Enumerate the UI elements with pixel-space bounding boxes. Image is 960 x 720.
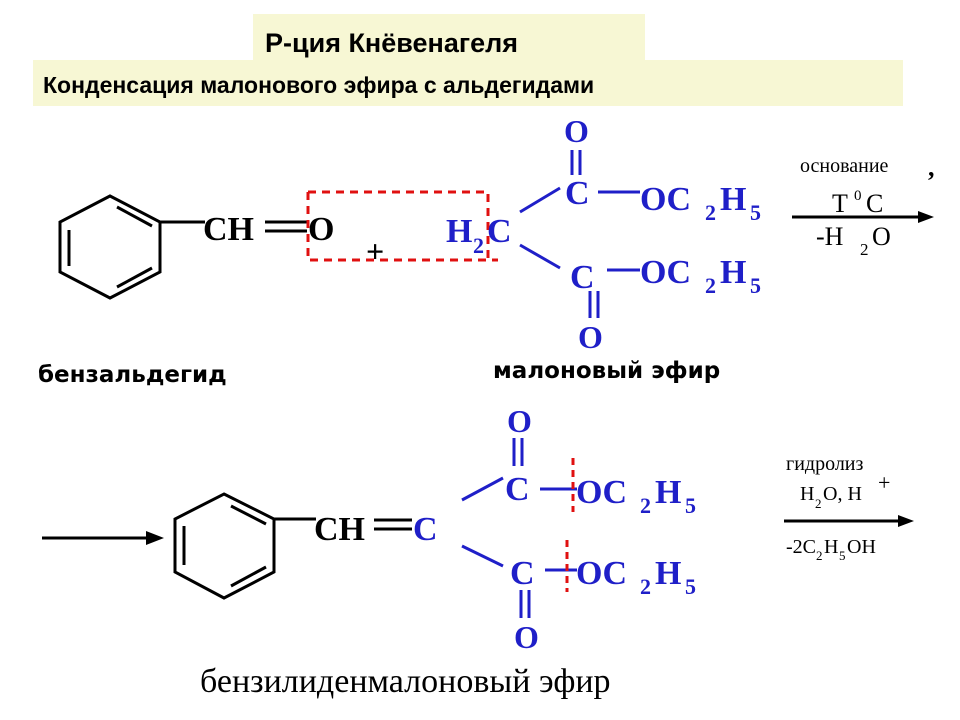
ester-top-sub2-1: 2 (705, 200, 716, 225)
condition-temp-c: C (866, 189, 883, 218)
condensation-highlight-box (306, 190, 498, 262)
benzene-ring-1 (58, 194, 205, 300)
oxygen-bottom-1: O (578, 319, 603, 355)
carbonyl-carbon-bottom-2: C (510, 555, 535, 592)
ester-bottom-oc-1: OC (640, 254, 691, 291)
ester-bottom-sub5-2: 5 (685, 574, 696, 599)
condition-reagent-sub: 2 (815, 496, 822, 511)
oxygen-top-1: O (564, 113, 589, 149)
oxygen-top-2: O (507, 403, 532, 439)
ester-top-sub2-2: 2 (640, 493, 651, 518)
incoming-arrow (42, 531, 164, 545)
label-benzaldehyde: бензальдегид (38, 362, 227, 388)
label-malonic-ester: малоновый эфир (493, 358, 720, 384)
condition-water-sub: 2 (860, 240, 869, 259)
carbonyl-o-1: O (308, 211, 334, 248)
ester-top-sub5-2: 5 (685, 493, 696, 518)
reaction-arrow-2 (784, 515, 914, 527)
double-bond-ch-o (265, 220, 307, 233)
condition-ethanol-c: -2C (786, 536, 816, 558)
double-bond-ch-c (374, 518, 412, 531)
condition-comma: , (928, 153, 935, 182)
condition-proton-plus: + (878, 470, 890, 495)
reaction-arrow-1 (792, 211, 934, 223)
condition-temp-degree: 0 (854, 188, 862, 204)
ester-top-h-2: H (655, 474, 681, 511)
ester-bonds-1 (519, 150, 640, 318)
condition-water-o: O (872, 222, 891, 251)
carbonyl-carbon-top-2: C (505, 471, 530, 508)
condition-ethanol-sub5: 5 (839, 548, 846, 563)
central-carbon-2: C (413, 511, 438, 548)
ester-bottom-sub2-1: 2 (705, 273, 716, 298)
ester-bottom-h-2: H (655, 555, 681, 592)
plus-sign: + (366, 233, 384, 269)
ester-bottom-oc-2: OC (576, 555, 627, 592)
slide-subtitle: Конденсация малонового эфира с альдегида… (33, 60, 903, 106)
condition-base: основание (800, 155, 889, 177)
condition-ethanol-oh: OH (847, 536, 876, 558)
cleavage-marks (565, 458, 575, 592)
oxygen-bottom-2: O (514, 619, 539, 655)
condition-temp-t: T (832, 189, 848, 218)
h2-text: H (446, 213, 472, 250)
ester-bonds-2 (461, 438, 577, 618)
label-product: бензилиденмалоновый эфир (200, 663, 611, 700)
slide-title: Р-ция Кнёвенагеля (253, 14, 645, 66)
ch-group-2: CH (314, 511, 365, 548)
carbonyl-carbon-top-1: C (565, 175, 590, 212)
h2-subscript: 2 (473, 233, 484, 258)
condition-reagent-rest: O, H (823, 483, 862, 505)
condition-hydrolysis: гидролиз (786, 453, 864, 475)
central-carbon-1: C (487, 213, 512, 250)
ester-top-oc-2: OC (576, 474, 627, 511)
ester-bottom-h-1: H (720, 254, 746, 291)
ester-top-h-1: H (720, 181, 746, 218)
ester-bottom-sub2-2: 2 (640, 574, 651, 599)
condition-water-h: -H (816, 222, 844, 251)
condition-ethanol-sub2: 2 (816, 548, 823, 563)
benzene-ring-2 (173, 492, 316, 600)
ester-bottom-sub5-1: 5 (750, 273, 761, 298)
ester-top-sub5-1: 5 (750, 200, 761, 225)
ch-group-1: CH (203, 211, 254, 248)
carbonyl-carbon-bottom-1: C (570, 259, 595, 296)
condition-ethanol-h: H (824, 536, 838, 558)
condition-reagent-h: H (800, 483, 814, 505)
ester-top-oc-1: OC (640, 181, 691, 218)
